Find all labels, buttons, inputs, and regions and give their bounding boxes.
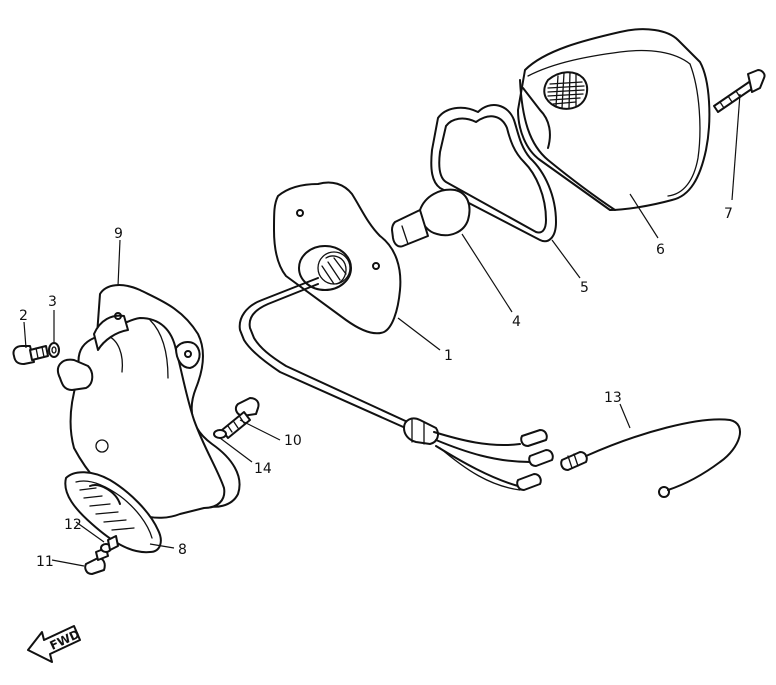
callout-12: 12: [64, 517, 82, 533]
earth-lead-part: [560, 418, 741, 498]
callout-9: 9: [114, 226, 123, 242]
callout-13: 13: [604, 390, 622, 406]
callout-11: 11: [36, 554, 54, 570]
leader-lines: [23, 93, 741, 567]
callout-1: 1: [444, 348, 453, 364]
callout-4: 4: [512, 314, 521, 330]
callout-2: 2: [19, 308, 28, 324]
callout-6: 6: [656, 242, 665, 258]
long-screw-part: [713, 69, 766, 113]
washer-part-12: [100, 535, 119, 553]
callout-5: 5: [580, 280, 589, 296]
callout-14: 14: [254, 461, 272, 477]
forward-arrow-icon: [27, 625, 81, 663]
callout-8: 8: [178, 542, 187, 558]
bolt-part: [221, 397, 260, 439]
lens-part: [517, 28, 711, 211]
washer-part-14: [213, 429, 227, 439]
callout-7: 7: [724, 206, 733, 222]
washer-part: [48, 342, 60, 358]
bulb-part: [391, 188, 471, 248]
callout-3: 3: [48, 294, 57, 310]
callout-10: 10: [284, 433, 302, 449]
screw-part: [12, 345, 49, 365]
gasket-part: [430, 104, 557, 243]
socket-plate-part: [238, 181, 554, 491]
housing-part: [56, 284, 241, 519]
